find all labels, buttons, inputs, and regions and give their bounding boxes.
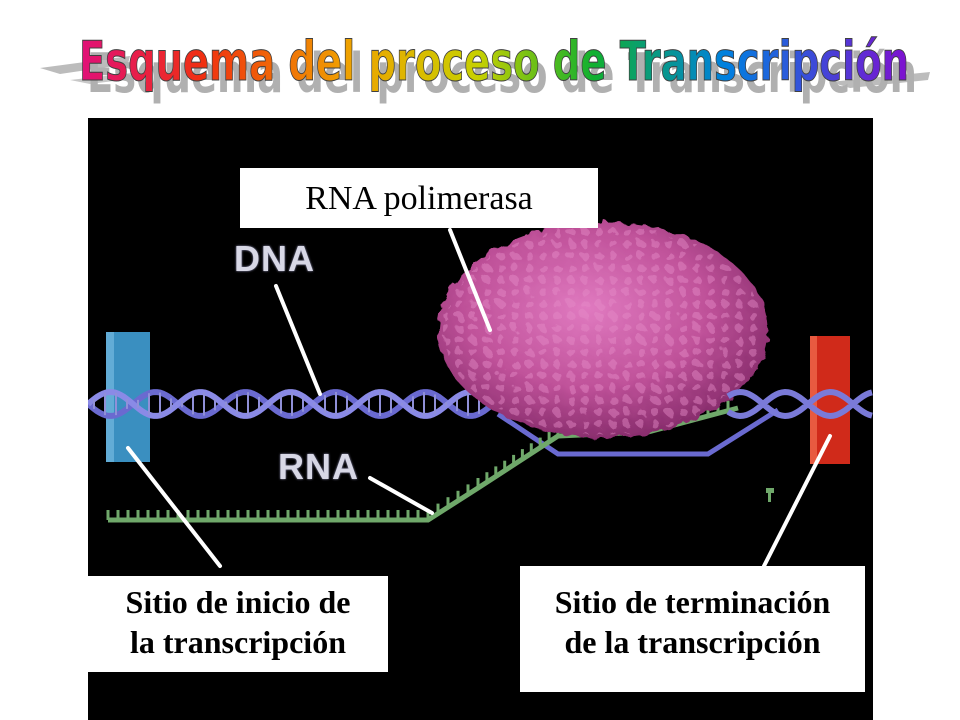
title-swoosh-left-2 — [70, 72, 140, 84]
rna-pointer — [368, 476, 434, 515]
pointer-lines — [126, 228, 832, 568]
dna-strand-b — [88, 389, 510, 419]
title-area: Esquema del proceso de Transcripción Esq… — [0, 0, 960, 115]
dna-strand-right — [726, 388, 873, 420]
title-svg: Esquema del proceso de Transcripción Esq… — [40, 30, 930, 105]
end-site-label-line1: Sitio de terminación — [554, 584, 831, 620]
dna-pointer — [274, 284, 322, 396]
title-swoosh-right — [830, 72, 930, 88]
dna-helix — [88, 389, 780, 457]
page-title: Esquema del proceso de Transcripción — [79, 30, 909, 93]
dna-template-strand — [496, 407, 780, 457]
polymerase-label: RNA polimerasa — [240, 168, 598, 228]
start-site-label-line2: la transcripción — [130, 624, 346, 660]
start-site-pointer — [126, 446, 222, 568]
dna-base-pairs — [93, 392, 502, 416]
diagram-panel: RNA polimerasa DNA RNA Sitio de inicio d… — [88, 118, 873, 720]
end-site-pointer — [762, 434, 832, 568]
transcription-illustration — [88, 222, 873, 568]
start-site-marker-highlight — [106, 332, 114, 462]
rna-polymerase — [438, 222, 768, 438]
start-site-label-line1: Sitio de inicio de — [125, 584, 351, 620]
end-site-label-line2: de la transcripción — [564, 624, 821, 660]
polymerase-texture — [443, 226, 763, 434]
dna-strand-a — [88, 389, 510, 419]
start-site-label: Sitio de inicio de la transcripción — [88, 576, 388, 672]
title-swoosh-left — [40, 56, 130, 74]
title-shadow: Esquema del proceso de Transcripción — [87, 42, 917, 105]
end-site-label: Sitio de terminación de la transcripción — [520, 566, 865, 692]
polymerase-pointer — [448, 228, 492, 332]
rna-label: RNA — [278, 446, 359, 487]
rna-free-base-stem — [768, 488, 771, 502]
dna-label: DNA — [234, 238, 315, 279]
